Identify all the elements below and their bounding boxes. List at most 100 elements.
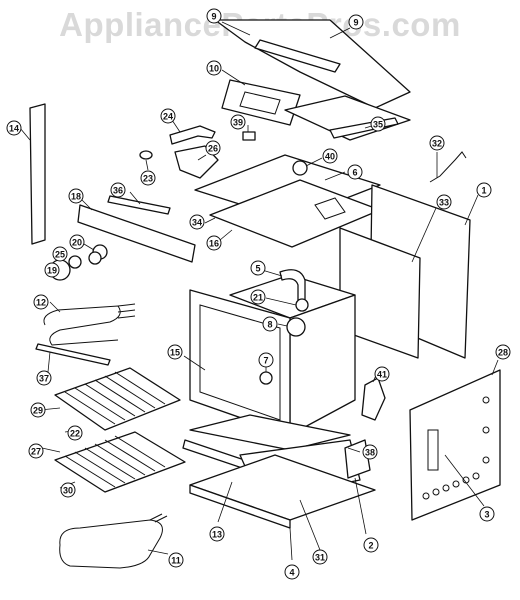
callout-21: 21 [250,289,266,305]
callout-number: 4 [289,568,294,578]
callout-circle [167,344,183,360]
callout-number: 40 [325,152,335,162]
callout-circle [429,135,445,151]
callout-circle [370,116,386,132]
bake-element-terminals [149,513,168,523]
callout-number: 5 [255,264,260,274]
callout-6: 6 [347,164,363,180]
callout-number: 15 [170,348,180,358]
light-cover-25 [68,255,82,269]
callout-circle [168,552,184,568]
vent-slots [239,91,281,115]
oven-cavity-side [289,294,356,436]
callout-circle [262,316,278,332]
callout-circle [67,425,83,441]
callout-number: 38 [365,448,375,458]
callout-circle [479,506,495,522]
callout-number: 32 [432,139,442,149]
callout-circle [160,108,176,124]
callout-circle [284,564,300,580]
oven-cavity-opening [199,304,281,421]
callout-36: 36 [110,182,126,198]
bracket-24 [169,125,216,145]
vent-trim [254,39,341,73]
callout-38: 38 [362,444,378,460]
callout-circle [348,14,364,30]
callout-circle [52,246,68,262]
callout-29: 29 [30,402,46,418]
callout-20: 20 [69,234,85,250]
callout-28: 28 [495,344,511,360]
light-lens-25 [88,251,102,265]
hinge-bracket-41 [361,377,386,421]
callout-24: 24 [160,108,176,124]
callout-circle [436,194,452,210]
callout-number: 9 [211,12,216,22]
callout-number: 30 [63,486,73,496]
callout-number: 14 [9,124,19,134]
callout-number: 7 [263,356,268,366]
callout-circle [33,294,49,310]
callout-1: 1 [476,182,492,198]
callout-number: 28 [498,348,508,358]
callout-number: 24 [163,112,173,122]
callout-8: 8 [262,316,278,332]
callout-circle [322,148,338,164]
callout-2: 2 [363,537,379,553]
element-bracket-8 [286,317,306,337]
front-trim-18 [77,204,196,263]
callout-number: 10 [209,64,219,74]
ring-21 [295,298,309,312]
callout-40: 40 [322,148,338,164]
latch-motor-40 [292,160,308,176]
callout-circle [44,262,60,278]
callout-16: 16 [206,235,222,251]
callout-number: 23 [143,174,153,184]
callout-circle [250,289,266,305]
oven-bottom-38 [189,414,351,451]
callout-circle [209,526,225,542]
rack-support-37 [35,343,111,366]
callout-circle [363,537,379,553]
callout-circle [6,120,22,136]
callout-number: 26 [208,144,218,154]
callout-26: 26 [205,140,221,156]
callout-14: 14 [6,120,22,136]
rear-panel-28 [409,369,501,521]
callout-number: 36 [113,186,123,196]
callout-number: 3 [484,510,489,520]
callout-number: 16 [209,239,219,249]
callout-number: 8 [267,320,272,330]
callout-number: 11 [171,556,181,566]
oven-rack-upper [54,367,181,431]
callout-circle [205,140,221,156]
callout-15: 15 [167,344,183,360]
callout-number: 37 [39,374,49,384]
callout-35: 35 [370,116,386,132]
callout-circle [36,370,52,386]
callout-number: 33 [439,198,449,208]
rear-panel-slot [427,429,439,471]
callout-18: 18 [68,188,84,204]
callout-circle [258,352,274,368]
callout-circle [30,402,46,418]
callout-4: 4 [284,564,300,580]
callout-circle [362,444,378,460]
callout-27: 27 [28,443,44,459]
callout-number: 20 [72,238,82,248]
callout-number: 9 [353,18,358,28]
callout-number: 31 [315,553,325,563]
callout-number: 35 [373,120,383,130]
callout-circle [28,443,44,459]
callout-7: 7 [258,352,274,368]
bake-element-11 [59,519,163,569]
callout-number: 29 [33,406,43,416]
callout-9a: 9 [206,8,222,24]
callout-number: 13 [212,530,222,540]
broil-element-12 [43,305,121,346]
callout-34: 34 [189,214,205,230]
callout-number: 19 [47,266,57,276]
callout-number: 1 [481,186,486,196]
callout-circle [476,182,492,198]
